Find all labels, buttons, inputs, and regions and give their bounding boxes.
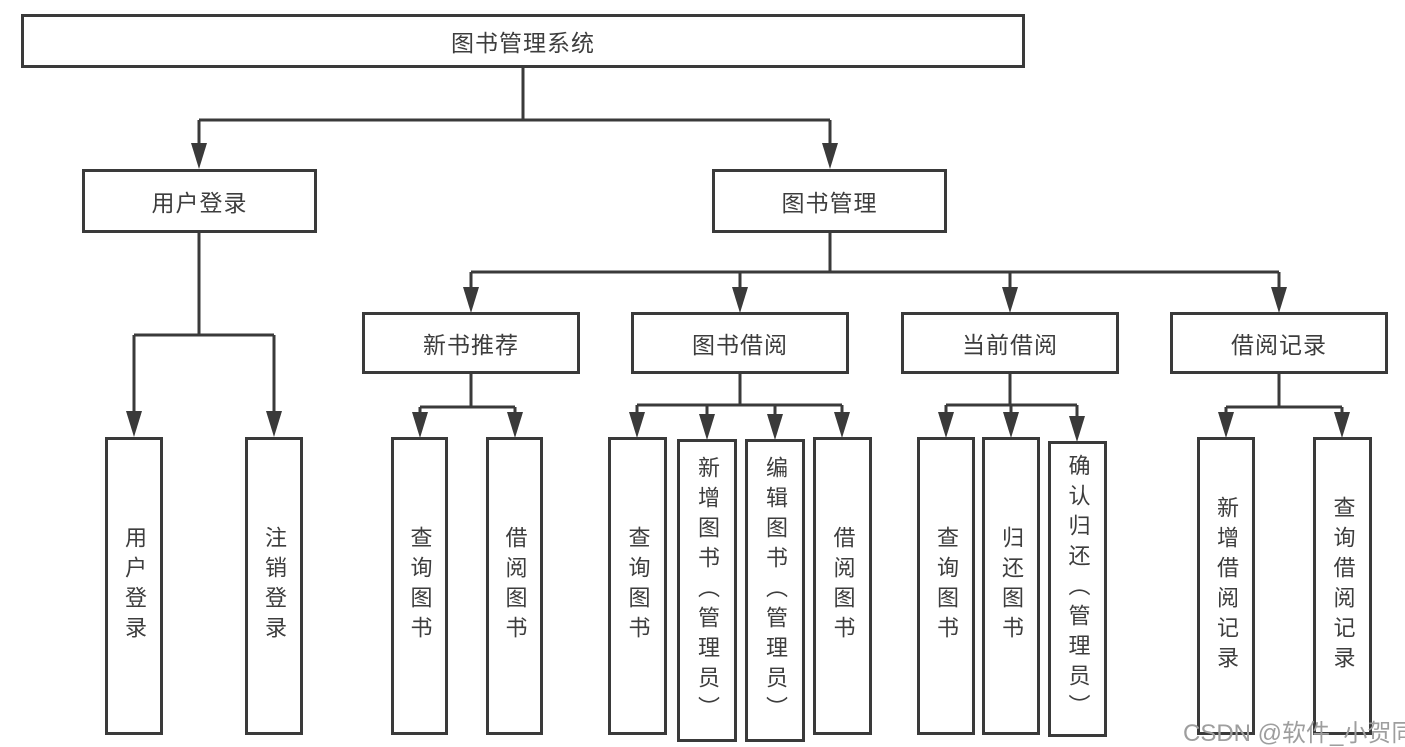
leaf-query-books-recommend: 查询图书 [391,437,448,735]
node-user-login: 用户登录 [82,169,317,233]
leaf-query-books-current: 查询图书 [917,437,975,735]
leaf-borrow-books-recommend: 借阅图书 [486,437,543,735]
leaf-query-borrow-record: 查询借阅记录 [1313,437,1372,735]
leaf-add-borrow-record: 新增借阅记录 [1197,437,1255,735]
leaf-user-login: 用户登录 [105,437,163,735]
leaf-query-books-borrow: 查询图书 [608,437,667,735]
leaf-borrow-books: 借阅图书 [813,437,872,735]
node-borrow-records: 借阅记录 [1170,312,1388,374]
leaf-edit-book-admin: 编辑图书（管理员） [745,439,805,742]
leaf-return-books: 归还图书 [982,437,1040,735]
leaf-add-book-admin: 新增图书（管理员） [677,439,737,742]
leaf-confirm-return-admin: 确认归还（管理员） [1048,441,1107,737]
node-book-borrow: 图书借阅 [631,312,849,374]
node-new-book-recommend: 新书推荐 [362,312,580,374]
node-library-management-system: 图书管理系统 [21,14,1025,68]
leaf-logout: 注销登录 [245,437,303,735]
node-book-management: 图书管理 [712,169,947,233]
csdn-watermark: CSDN @软件_小贺同学 [1183,720,1405,747]
node-current-borrow: 当前借阅 [901,312,1119,374]
